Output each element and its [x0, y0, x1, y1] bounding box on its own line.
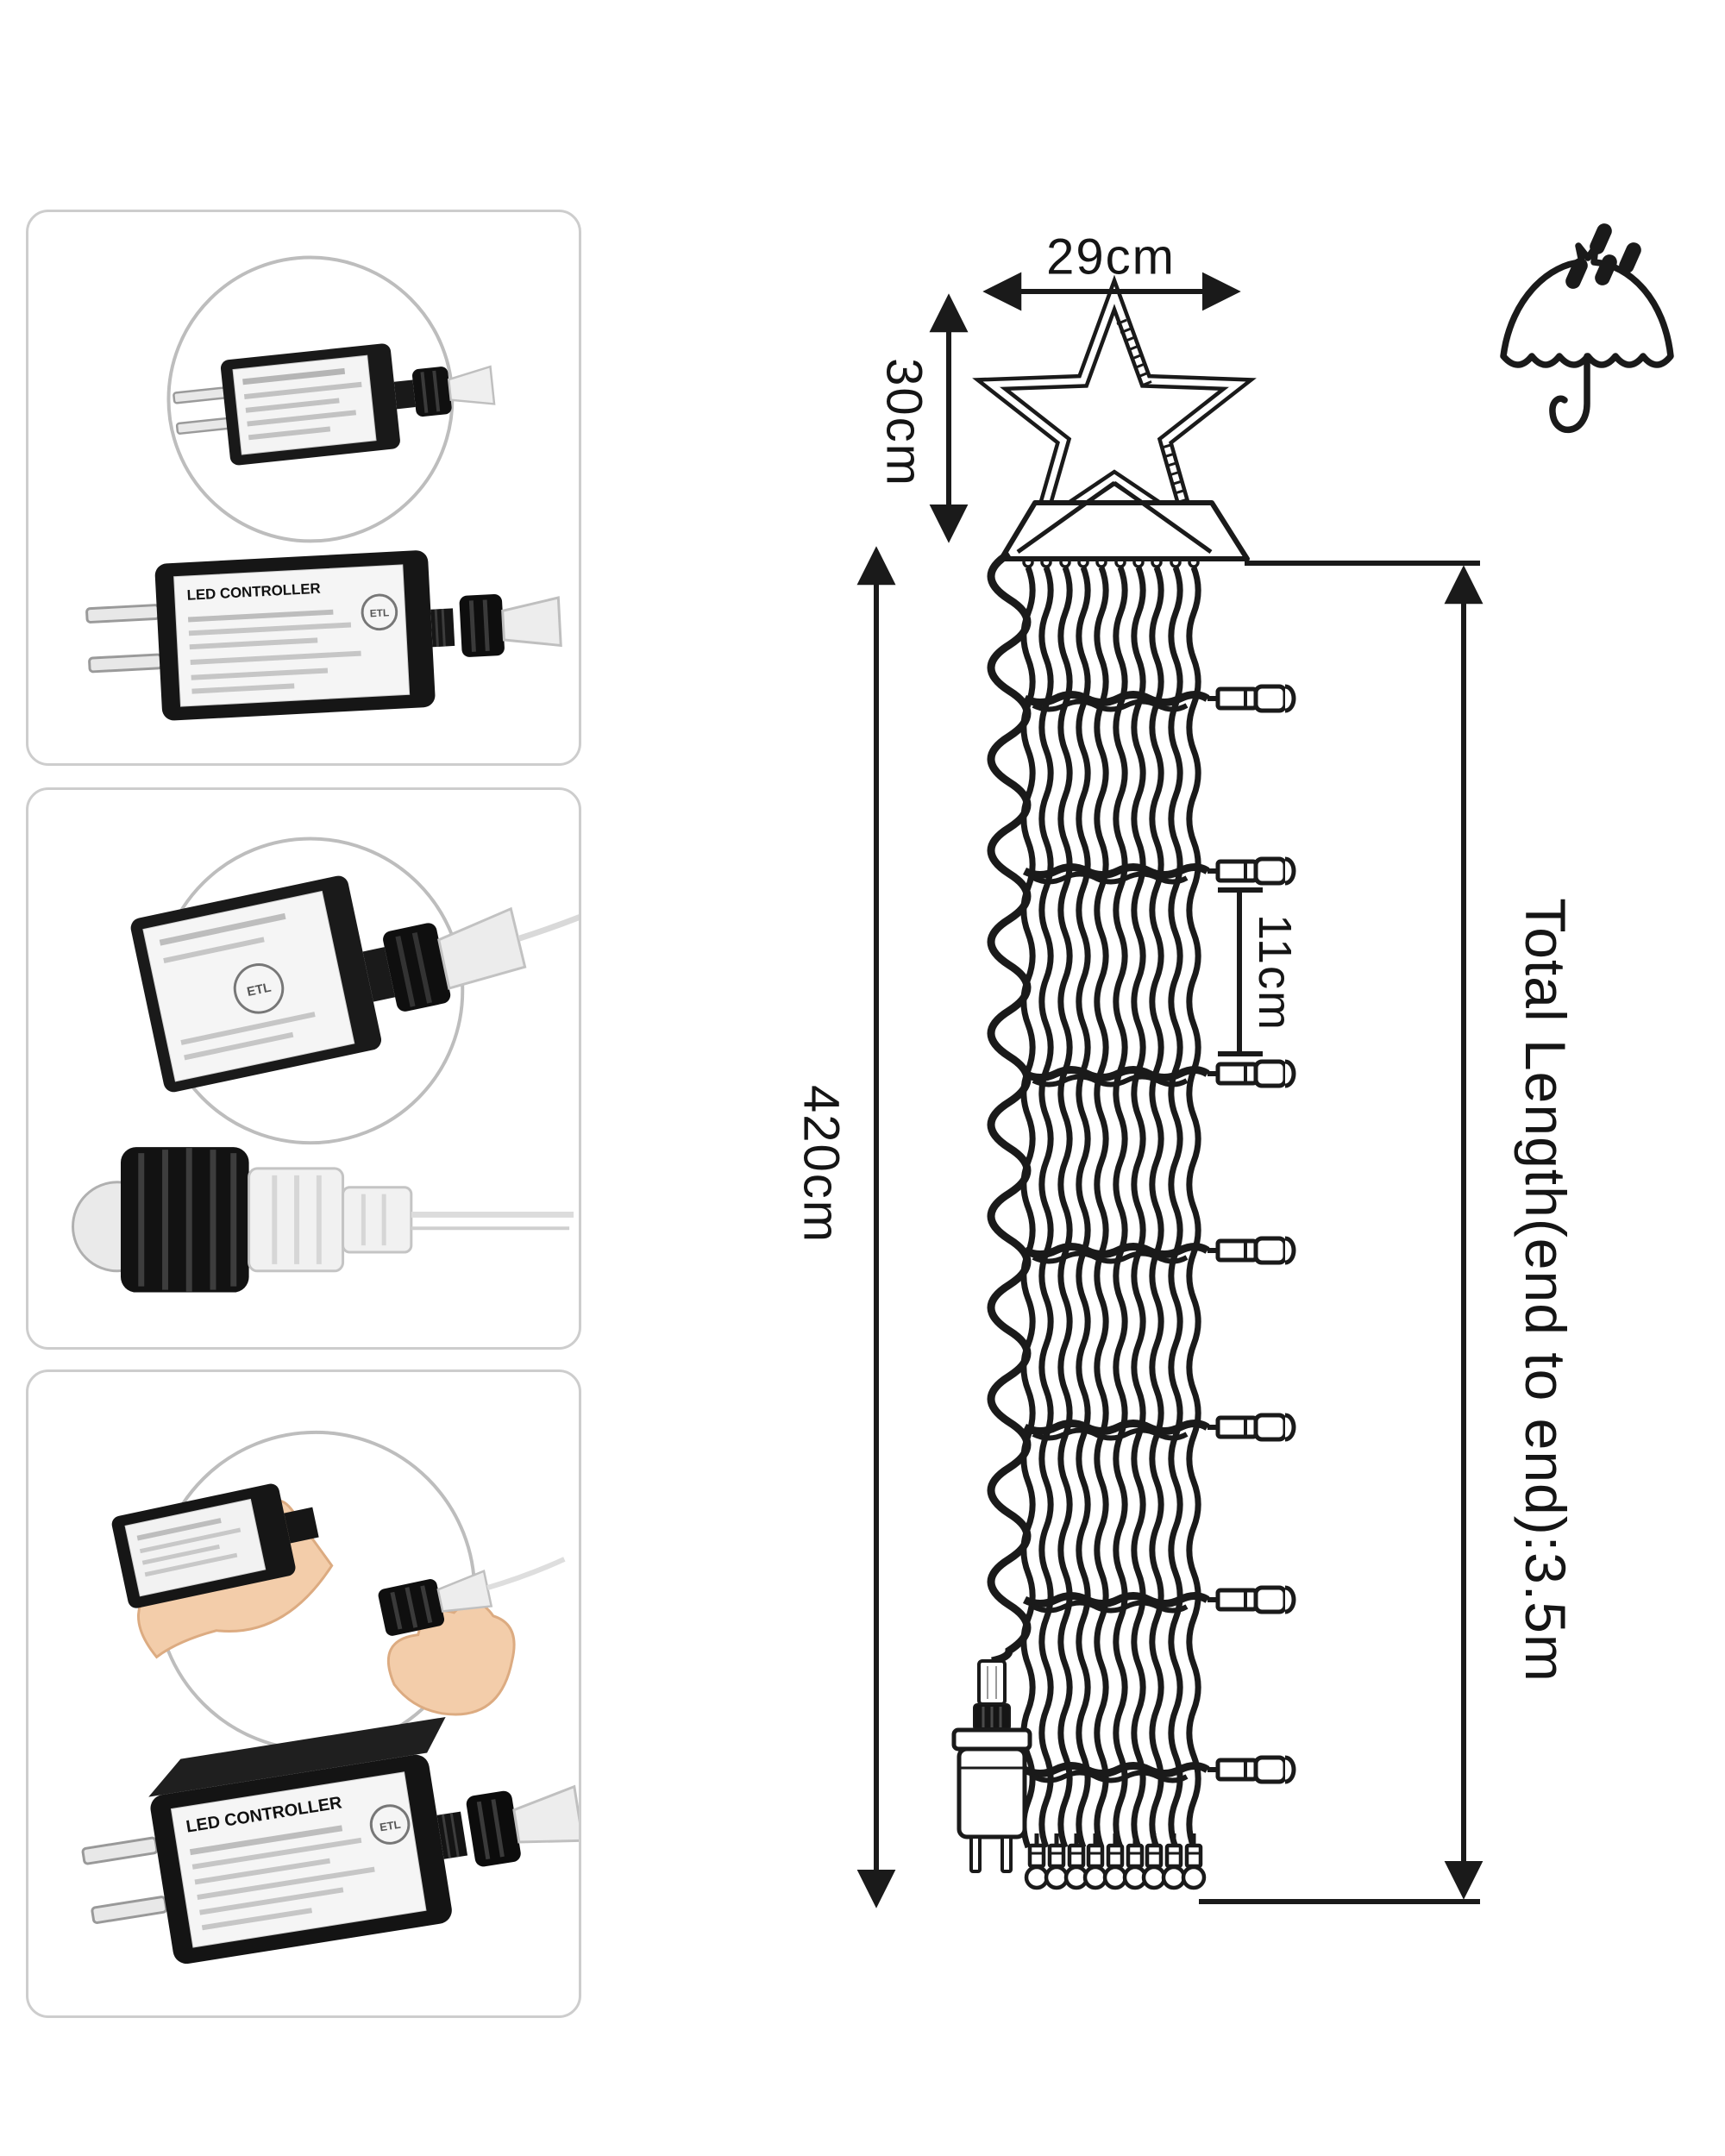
label-star-width: 29cm [1046, 229, 1176, 285]
power-plug-icon [951, 1659, 1032, 1873]
dimension-lines [856, 272, 1484, 1908]
bulb-terminal-icon [1144, 1833, 1164, 1888]
label-row-spacing: 11cm [1249, 913, 1301, 1032]
label-star-height: 30cm [875, 358, 932, 487]
photo-panel-adapter: LED CONTROLLER ETL [26, 210, 581, 766]
light-string [1061, 567, 1070, 1847]
bulb-terminal-icon [1164, 1833, 1184, 1888]
connector-closeup-photo-large [72, 1147, 574, 1293]
string-end-bulbs [1026, 1833, 1204, 1888]
label-drop-length: 420cm [793, 1084, 850, 1244]
dimension-row-spacing [1218, 887, 1263, 1056]
led-controller-photo-large: LED CONTROLLER ETL [85, 550, 562, 721]
etl-mark: ETL [369, 606, 389, 619]
light-strings [1024, 567, 1199, 1847]
bulb-terminal-icon [1183, 1833, 1204, 1888]
light-string [1079, 567, 1088, 1847]
led-controller-photo-angled: LED CONTROLLER ETL [81, 1716, 579, 1965]
umbrella-rain-icon [1500, 225, 1674, 434]
light-string [1116, 567, 1126, 1847]
rain-drop-icon [1621, 244, 1639, 271]
label-total-length: Total Length(end to end):3.5m [1514, 898, 1578, 1683]
light-string [1042, 567, 1051, 1847]
light-string [1024, 567, 1033, 1847]
light-string [1097, 567, 1107, 1847]
light-string [1171, 567, 1181, 1847]
hands-connecting-photo [111, 1483, 566, 1716]
rain-drop-icon [1591, 225, 1609, 252]
photo-panel-connector: ETL [26, 787, 581, 1350]
star-base [999, 480, 1250, 561]
etl-mark: ETL [246, 981, 273, 999]
connector-closeup-photo-small: ETL [130, 875, 579, 1093]
coil-lead-wire [987, 550, 1032, 1665]
string-hooks [1022, 556, 1200, 568]
light-string [1189, 567, 1199, 1847]
led-controller-photo-small [172, 343, 496, 466]
etl-mark: ETL [379, 1818, 401, 1834]
light-string [1152, 567, 1162, 1847]
bulb-terminal-icon [1105, 1833, 1126, 1888]
photo-panel-hands: LED CONTROLLER ETL [26, 1369, 581, 2018]
light-string [1134, 567, 1144, 1847]
star-topper-icon [972, 274, 1257, 546]
